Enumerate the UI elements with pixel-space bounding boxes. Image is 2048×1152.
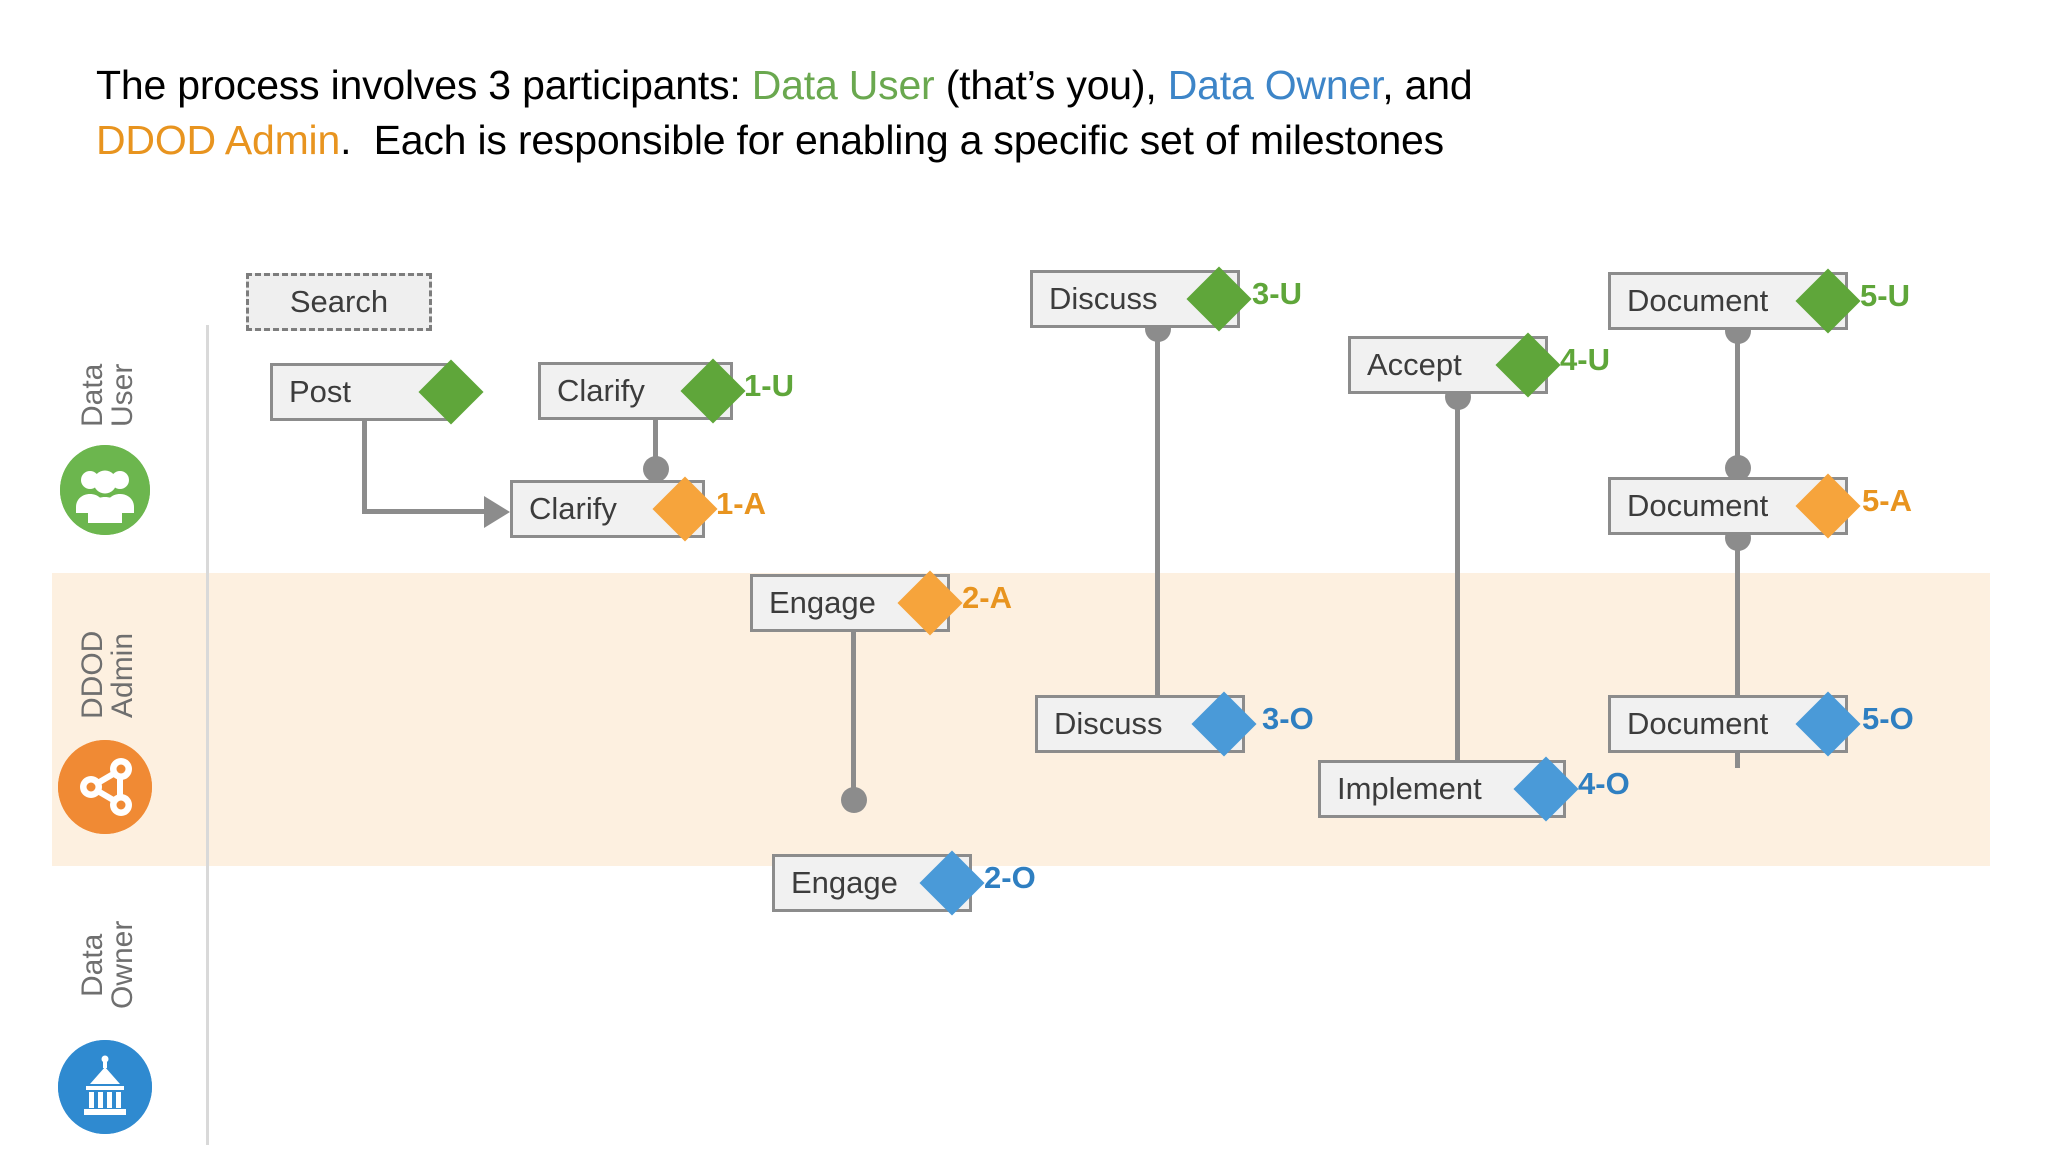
node-clarify-1a-code: 1-A xyxy=(716,486,766,521)
node-engage-2a-code: 2-A xyxy=(962,580,1012,615)
node-document-5o-code: 5-O xyxy=(1862,701,1914,736)
node-search[interactable]: Search xyxy=(246,273,432,331)
title-text-4: . Each is responsible for enabling a spe… xyxy=(340,116,1444,163)
node-engage-2a-label: Engage xyxy=(769,585,876,620)
node-engage-2o-label: Engage xyxy=(791,865,898,900)
title-text-2: (that’s you), xyxy=(934,62,1168,108)
institution-icon xyxy=(58,1040,152,1134)
connector-dot-document-5a-top xyxy=(1725,455,1751,481)
people-group-icon xyxy=(60,445,150,535)
node-document-5u-label: Document xyxy=(1627,283,1769,318)
avatar-data-owner xyxy=(58,1040,152,1134)
connector-post-down xyxy=(362,396,367,514)
connector-accept-4u-4o xyxy=(1455,394,1460,794)
node-post-label: Post xyxy=(289,374,352,409)
node-accept-4u-label: Accept xyxy=(1367,347,1462,382)
title-text-1: The process involves 3 participants: xyxy=(96,62,752,108)
page-title: The process involves 3 participants: Dat… xyxy=(96,58,1926,167)
connector-post-right xyxy=(362,509,492,514)
node-discuss-3u-label: Discuss xyxy=(1049,281,1158,316)
node-discuss-3o-label: Discuss xyxy=(1054,706,1163,741)
lane-label-data-user: Data User xyxy=(76,363,139,427)
swimlane-diagram: Data User DDOD Admin Data Owner xyxy=(0,266,2048,1152)
node-clarify-1u-code: 1-U xyxy=(744,368,794,403)
lane-label-data-owner: Data Owner xyxy=(76,920,139,1010)
node-engage-2o-code: 2-O xyxy=(984,860,1036,895)
node-document-5a-code: 5-A xyxy=(1862,483,1912,518)
node-clarify-1u-label: Clarify xyxy=(557,373,645,408)
avatar-data-user xyxy=(60,445,150,535)
avatar-ddod-admin xyxy=(58,740,152,834)
node-document-5a-label: Document xyxy=(1627,488,1769,523)
connector-dot-clarify-1a xyxy=(643,456,669,482)
title-role-data-user: Data User xyxy=(751,62,935,108)
node-search-label: Search xyxy=(289,284,389,319)
node-discuss-3o-code: 3-O xyxy=(1262,701,1314,736)
node-discuss-3u-code: 3-U xyxy=(1252,276,1302,311)
title-role-data-owner: Data Owner xyxy=(1167,62,1383,108)
node-accept-4u-code: 4-U xyxy=(1560,342,1610,377)
lane-divider xyxy=(206,325,209,1145)
node-document-5u-code: 5-U xyxy=(1860,278,1910,313)
connector-post-arrowhead xyxy=(484,496,510,528)
node-implement-4o-label: Implement xyxy=(1337,771,1482,806)
node-implement-4o-code: 4-O xyxy=(1578,766,1630,801)
connector-engage-2a-2o xyxy=(851,606,856,806)
node-document-5o-label: Document xyxy=(1627,706,1769,741)
title-text-3: , and xyxy=(1382,62,1473,108)
connector-discuss-3u-3o xyxy=(1155,326,1160,726)
node-clarify-1a-label: Clarify xyxy=(529,491,617,526)
lane-label-ddod-admin: DDOD Admin xyxy=(76,630,139,720)
title-role-ddod-admin: DDOD Admin xyxy=(96,116,341,163)
connector-dot-engage-2o xyxy=(841,787,867,813)
network-nodes-icon xyxy=(58,740,152,834)
